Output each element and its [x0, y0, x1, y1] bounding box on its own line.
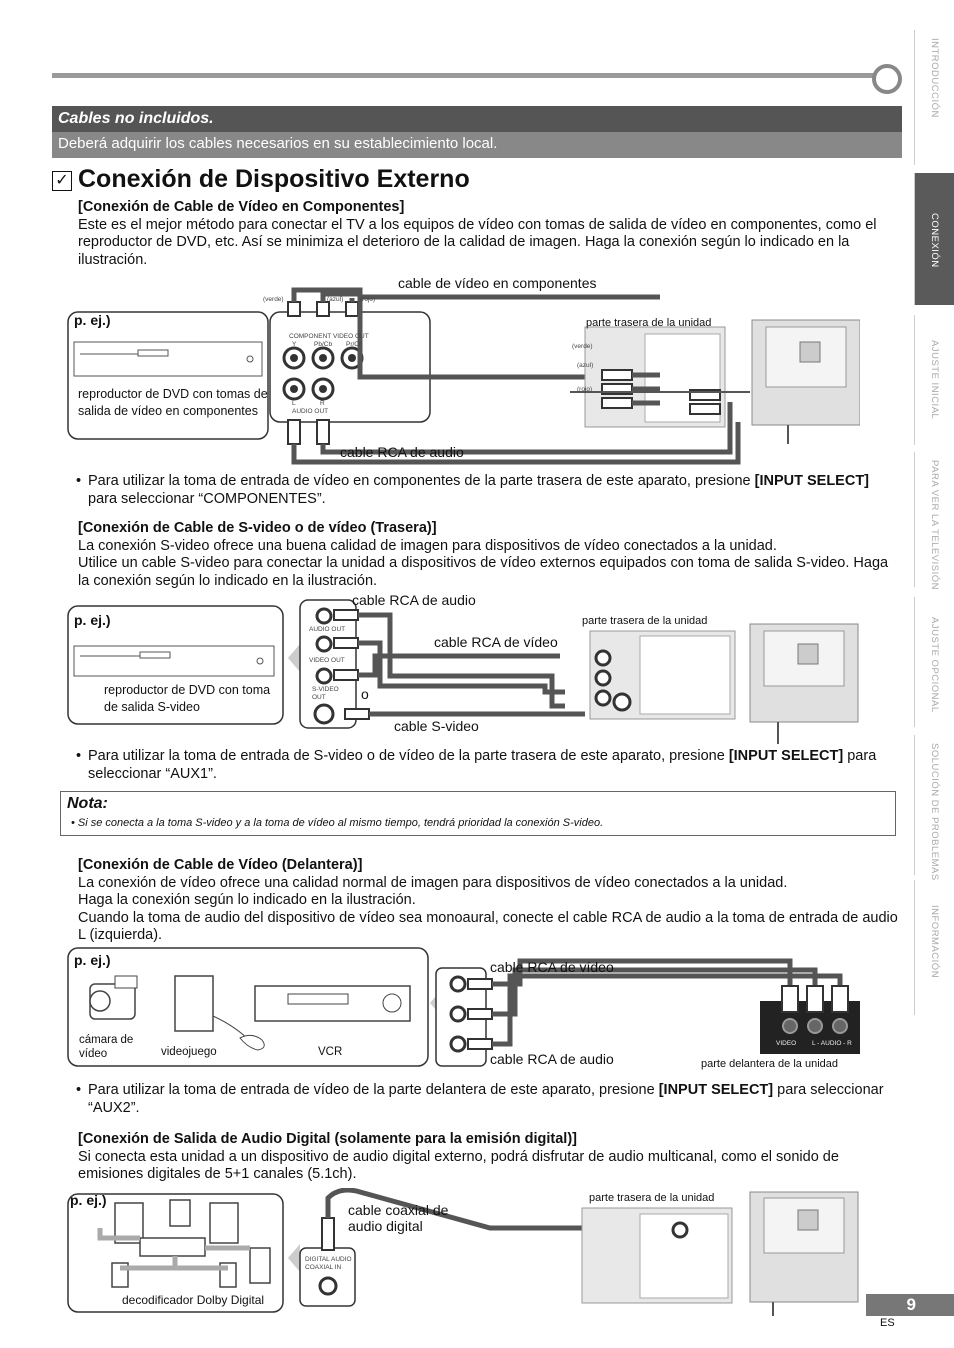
- language-code: ES: [880, 1317, 895, 1329]
- front-jack-video: VIDEO: [776, 1040, 796, 1048]
- section2-bullet: •Para utilizar la toma de entrada de S-v…: [78, 748, 888, 783]
- section3-title: [Conexión de Cable de Vídeo (Delantera)]: [78, 857, 362, 873]
- jack-r: R: [320, 400, 325, 408]
- bullet-text: Para utilizar la toma de entrada de víde…: [88, 473, 755, 489]
- bullet-text: Para utilizar la toma de entrada de víde…: [88, 1082, 659, 1098]
- tab-introduccion[interactable]: INTRODUCCIÓN: [914, 30, 954, 165]
- section1-cable-component: cable de vídeo en componentes: [398, 275, 596, 291]
- jack-video-out: VIDEO OUT: [309, 657, 345, 665]
- bullet-text: Para utilizar la toma de entrada de S-vi…: [88, 748, 729, 764]
- component-video-out-label: COMPONENT VIDEO OUT: [289, 333, 369, 341]
- cables-banner-title: Cables no incluidos.: [52, 106, 902, 132]
- tab-para-ver[interactable]: PARA VER LA TELEVISIÓN: [914, 452, 954, 587]
- section1-rear-label: parte trasera de la unidad: [586, 316, 711, 330]
- jack-y: Y: [292, 341, 296, 349]
- section3-cable-video: cable RCA de vídeo: [490, 959, 614, 975]
- tab-label: INFORMACIÓN: [929, 905, 940, 978]
- note-text: • Si se conecta a la toma S-video y a la…: [71, 817, 603, 829]
- front-jack-audio: L - AUDIO - R: [812, 1040, 852, 1048]
- color-green: (verde): [263, 296, 284, 304]
- note-title: Nota:: [67, 795, 108, 813]
- tab-label: AJUSTE OPCIONAL: [929, 617, 940, 713]
- checkbox-icon: ✓: [52, 171, 72, 191]
- section4-rear-label: parte trasera de la unidad: [589, 1191, 714, 1205]
- color-green-rear: (verde): [572, 343, 593, 351]
- tab-informacion[interactable]: INFORMACIÓN: [914, 880, 954, 1015]
- tab-ajuste-inicial[interactable]: AJUSTE INICIAL: [914, 315, 954, 445]
- section2-example: p. ej.): [74, 612, 111, 628]
- color-blue-rear: (azul): [577, 362, 593, 370]
- section2-rear-label: parte trasera de la unidad: [582, 614, 707, 628]
- section3-bullet: •Para utilizar la toma de entrada de víd…: [78, 1082, 888, 1117]
- section4-title: [Conexión de Salida de Audio Digital (so…: [78, 1131, 577, 1147]
- section4-example: p. ej.): [70, 1192, 107, 1208]
- tab-ajuste-opcional[interactable]: AJUSTE OPCIONAL: [914, 597, 954, 727]
- section1-device-label: reproductor de DVD con tomas de salida d…: [78, 386, 268, 420]
- section3-cable-audio: cable RCA de audio: [490, 1051, 614, 1067]
- jack-audio-out: AUDIO OUT: [309, 626, 345, 634]
- page-title-text: Conexión de Dispositivo Externo: [78, 165, 470, 193]
- section1-cable-audio: cable RCA de audio: [340, 444, 464, 460]
- section1-bullet: •Para utilizar la toma de entrada de víd…: [78, 473, 888, 508]
- section4-cable: cable coaxial de audio digital: [348, 1202, 468, 1234]
- input-select-label: [INPUT SELECT]: [659, 1082, 773, 1098]
- tab-label: CONEXIÓN: [929, 213, 940, 268]
- jack-svideo-out: S-VIDEO OUT: [312, 686, 342, 702]
- section2-cable-svideo: cable S-video: [394, 718, 479, 734]
- section3-text: [Conexión de Cable de Vídeo (Delantera)]…: [78, 857, 898, 945]
- device-camcorder: cámara de vídeo: [79, 1033, 139, 1061]
- header-rule: [52, 73, 880, 78]
- tab-label: INTRODUCCIÓN: [929, 38, 940, 118]
- section2-device-label: reproductor de DVD con toma de salida S-…: [104, 682, 284, 716]
- section1-example: p. ej.): [74, 312, 111, 328]
- color-blue: (azul): [327, 296, 343, 304]
- section2-or: o: [361, 686, 369, 702]
- section4-text: [Conexión de Salida de Audio Digital (so…: [78, 1131, 898, 1184]
- tab-label: AJUSTE INICIAL: [929, 340, 940, 419]
- tab-label: PARA VER LA TELEVISIÓN: [929, 460, 940, 590]
- jack-pr: Pr/Cr: [346, 341, 361, 349]
- input-select-label: [INPUT SELECT]: [729, 748, 843, 764]
- digital-audio-jack-label: DIGITAL AUDIO COAXIAL IN: [305, 1256, 355, 1272]
- input-select-label: [INPUT SELECT]: [755, 473, 869, 489]
- section2-text: [Conexión de Cable de S-video o de vídeo…: [78, 520, 898, 590]
- color-red: (rojo): [360, 296, 375, 304]
- jack-pb: Pb/Cb: [314, 341, 332, 349]
- section3-front-label: parte delantera de la unidad: [701, 1057, 838, 1071]
- section3-example: p. ej.): [74, 952, 111, 968]
- jack-l: L: [292, 400, 296, 408]
- note-box: Nota: • Si se conecta a la toma S-video …: [60, 791, 896, 836]
- section2-cable-video: cable RCA de vídeo: [434, 634, 558, 650]
- tab-conexion[interactable]: CONEXIÓN: [914, 173, 954, 305]
- section1-diagram: [60, 272, 860, 472]
- section2-cable-audio: cable RCA de audio: [352, 592, 476, 608]
- cables-banner-subtitle: Deberá adquirir los cables necesarios en…: [52, 132, 902, 158]
- section4-body: Si conecta esta unidad a un dispositivo …: [78, 1149, 839, 1183]
- color-red-rear: (rojo): [577, 386, 592, 394]
- section1-title: [Conexión de Cable de Vídeo en Component…: [78, 199, 404, 215]
- section1-text: [Conexión de Cable de Vídeo en Component…: [78, 199, 898, 269]
- section1-body: Este es el mejor método para conectar el…: [78, 217, 877, 268]
- page-title: ✓ Conexión de Dispositivo Externo: [52, 164, 470, 194]
- page-number: 9: [866, 1294, 954, 1316]
- section3-body1: La conexión de vídeo ofrece una calidad …: [78, 875, 787, 891]
- section4-device-label: decodificador Dolby Digital: [122, 1293, 264, 1307]
- section2-body1: La conexión S-video ofrece una buena cal…: [78, 538, 777, 554]
- section3-body2: Haga la conexión según lo indicado en la…: [78, 892, 416, 908]
- device-game-console: videojuego: [161, 1046, 217, 1058]
- tab-solucion[interactable]: SOLUCIÓN DE PROBLEMAS: [914, 735, 954, 875]
- device-vcr: VCR: [318, 1046, 342, 1058]
- section3-body3: Cuando la toma de audio del dispositivo …: [78, 910, 898, 944]
- section2-body2: Utilice un cable S-video para conectar l…: [78, 555, 888, 589]
- header-rule-circle: [872, 64, 902, 94]
- bullet-text-end: para seleccionar “COMPONENTES”.: [88, 491, 326, 507]
- audio-out-label: AUDIO OUT: [292, 408, 328, 416]
- section2-title: [Conexión de Cable de S-video o de vídeo…: [78, 520, 437, 536]
- tab-label: SOLUCIÓN DE PROBLEMAS: [929, 743, 940, 881]
